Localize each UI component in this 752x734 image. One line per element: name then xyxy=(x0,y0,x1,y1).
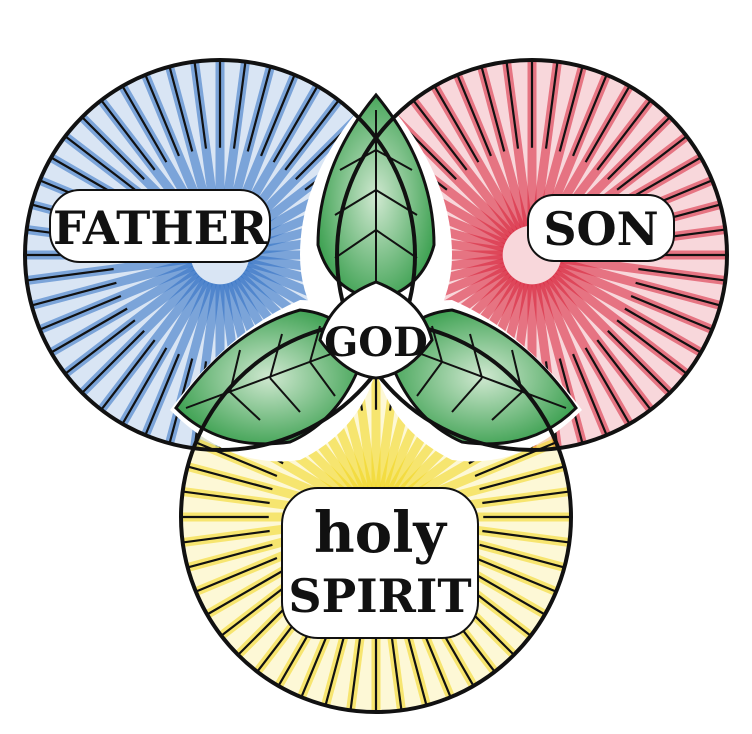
god-label: GOD xyxy=(324,319,428,366)
spirit-label-line1: holy xyxy=(314,500,447,566)
son-label: SON xyxy=(543,202,658,256)
father-label: FATHER xyxy=(53,201,268,255)
spirit-label-line2: SPIRIT xyxy=(288,569,471,623)
